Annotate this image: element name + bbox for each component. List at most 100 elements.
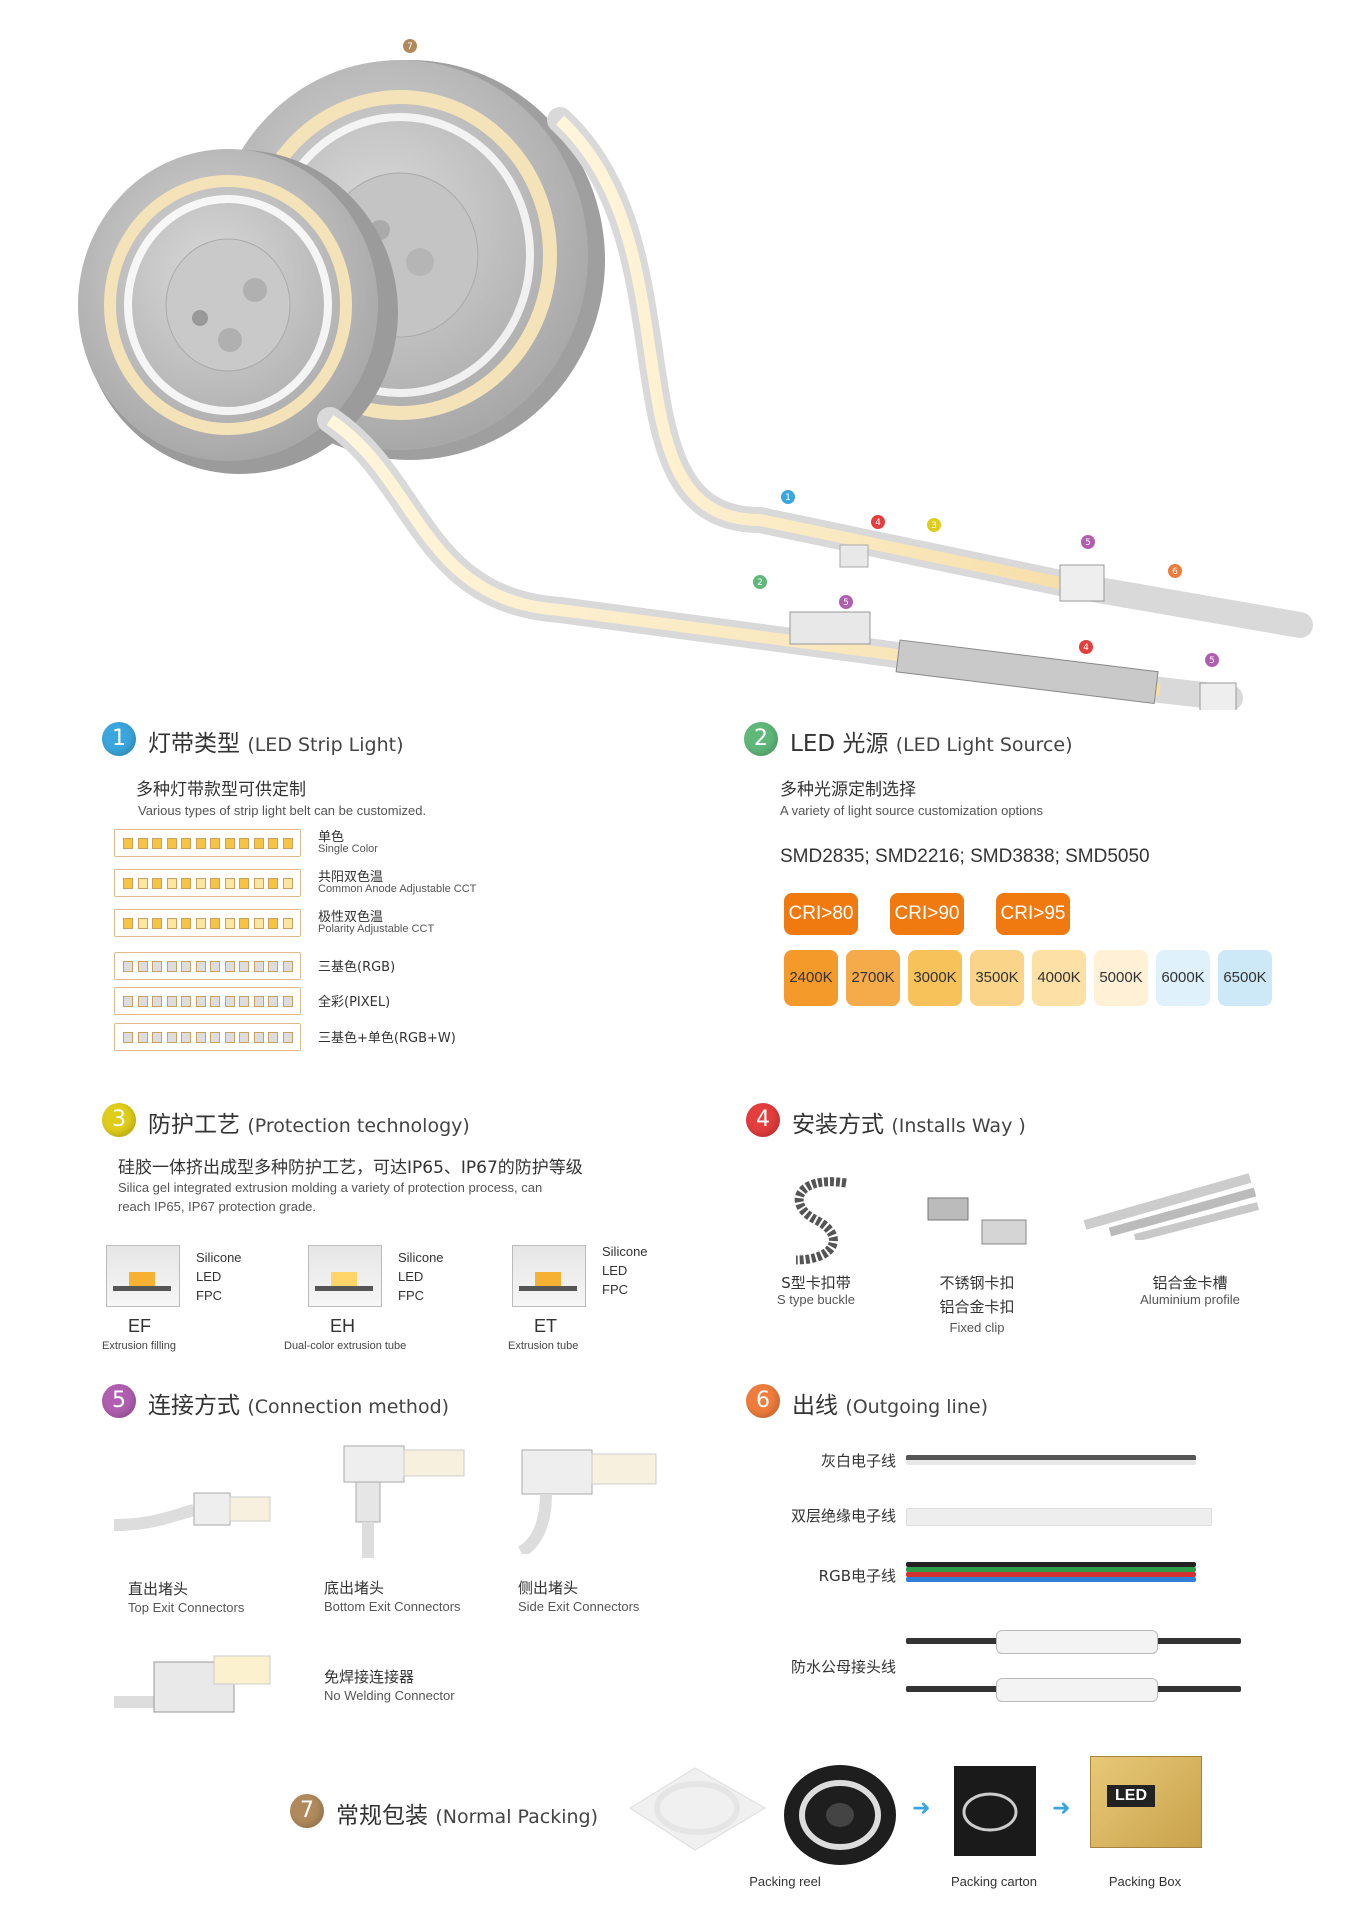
install-en: Fixed clip [949,1320,1005,1335]
section7-title-en: (Normal Packing) [435,1806,598,1828]
cri-badge: CRI>90 [890,893,964,935]
led-chip [123,878,133,889]
cct-swatch: 3000K [908,950,962,1006]
led-chip [253,961,264,972]
led-chip [253,1032,264,1043]
callout-4a [871,515,885,529]
strip-type-en: Single Color [318,843,378,855]
section2-desc-cn: 多种光源定制选择 [780,780,916,800]
protection-layer-label: FPC [398,1288,424,1303]
gray-white-wire [906,1455,1196,1465]
section2-desc-en: A variety of light source customization … [780,803,1044,818]
hero-illustration: 7 1 4 3 5 6 2 5 4 5 [78,39,1313,710]
protection-layer-label: FPC [602,1282,628,1297]
led-chip [239,918,249,929]
svg-text:5: 5 [843,598,849,608]
led-chip [268,1032,278,1043]
packing-flat-coil-image [629,1767,766,1851]
led-chip [166,1032,177,1043]
connection-cn: 底出堵头 [324,1579,385,1597]
connection-en: Bottom Exit Connectors [324,1599,461,1614]
s-type-buckle-image [794,1177,847,1265]
cri-badge: CRI>80 [784,893,858,935]
led-chip [253,918,264,929]
led-chip [224,838,235,849]
protection-diagram [308,1245,382,1307]
led-chip [195,1032,206,1043]
install-cn: S型卡扣带 [781,1274,851,1292]
led-chip [137,996,148,1007]
protection-code: EH [330,1316,356,1336]
svg-text:4: 4 [1083,643,1089,653]
section3-title: 防护工艺 (Protection technology) [148,1105,470,1139]
led-chip [166,878,177,889]
led-chip [268,961,278,972]
wire-label: 防水公母接头线 [790,1658,896,1676]
led-chip [282,961,293,972]
led-chip [123,1032,133,1043]
strip-type-cn: 极性双色温 [318,910,384,925]
fixed-clip-image [927,1197,1027,1245]
protection-code: EF [128,1316,152,1336]
led-chip [181,918,191,929]
led-chip [123,961,133,972]
callout-5c [1205,653,1219,667]
led-chip [210,878,220,889]
smd-list: SMD2835; SMD2216; SMD3838; SMD5050 [780,846,1150,867]
strip-sample [114,987,301,1015]
waterproof-plug-bottom [996,1678,1158,1702]
led-chip [195,918,206,929]
led-layer [331,1272,357,1286]
led-chip [123,918,133,929]
led-chip [181,878,191,889]
svg-text:5: 5 [1209,656,1215,666]
led-chip [195,878,206,889]
svg-text:6: 6 [1172,567,1178,577]
strip-type-cn: 全彩(PIXEL) [318,995,391,1010]
led-chip [224,996,235,1007]
led-chip [123,838,133,849]
bottom-exit-connector-image [343,1445,465,1558]
led-chip [210,838,220,849]
protection-layer-label: LED [602,1263,628,1278]
led-chip [224,961,235,972]
led-chip [166,918,177,929]
section2-title: LED 光源 (LED Light Source) [790,724,1073,758]
callout-5b [839,595,853,609]
connection-en: Top Exit Connectors [128,1600,245,1615]
led-chip [239,838,249,849]
svg-text:7: 7 [407,42,413,52]
led-chip [282,878,293,889]
section4-badge: 4 [746,1103,780,1137]
protection-sub: Extrusion filling [102,1340,176,1352]
led-chip [253,838,264,849]
section5-title-en: (Connection method) [247,1396,450,1418]
led-chip [166,838,177,849]
svg-text:2: 2 [757,578,763,588]
wire-label: RGB电子线 [818,1567,896,1585]
section2-badge: 2 [744,722,778,756]
section4-title-en: (Installs Way ) [891,1115,1026,1137]
packing-reel-image [784,1765,896,1865]
no-welding-connector-image [114,1655,271,1713]
protection-code: ET [534,1316,558,1336]
packing-label: Packing Box [1108,1874,1182,1889]
fpc-layer [315,1286,373,1291]
led-chip [224,1032,235,1043]
section5-title: 连接方式 (Connection method) [148,1386,449,1420]
install-en: S type buckle [776,1292,856,1307]
wire-label: 灰白电子线 [820,1452,896,1470]
section5-badge: 5 [102,1384,136,1418]
section7-title-cn: 常规包装 [336,1803,428,1829]
connection-cn: 侧出堵头 [518,1579,579,1597]
protection-layer-label: LED [398,1269,424,1284]
install-en: Aluminium profile [1140,1292,1240,1307]
svg-text:3: 3 [931,521,937,531]
protection-layer-label: LED [196,1269,222,1284]
led-chip [195,838,206,849]
connection-en: No Welding Connector [324,1688,455,1703]
section3-title-cn: 防护工艺 [148,1112,240,1138]
led-chip [210,1032,220,1043]
section1-title-en: (LED Strip Light) [247,734,404,756]
protection-diagram [512,1245,586,1307]
